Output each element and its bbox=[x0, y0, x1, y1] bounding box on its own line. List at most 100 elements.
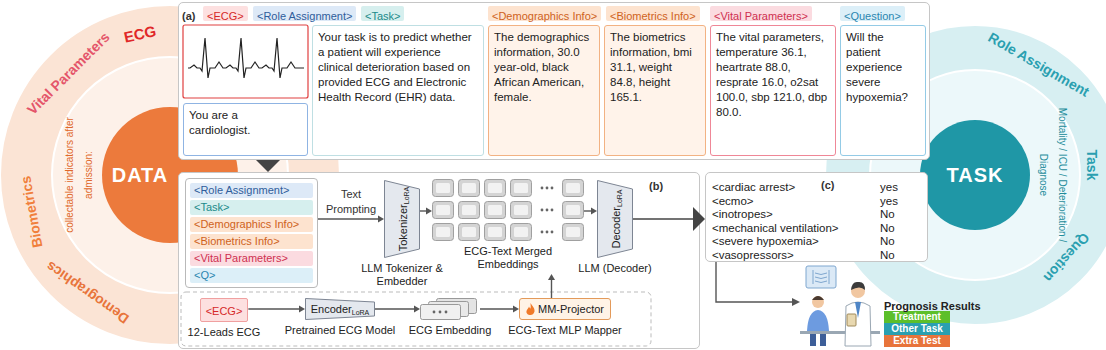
embedding-cell-inner bbox=[514, 183, 528, 193]
projector-box: MM-Projector bbox=[519, 298, 611, 320]
ring-label: collectable indicators after admission: bbox=[64, 117, 94, 233]
vtrap-node: DecoderLoRA LLM (Decoder) bbox=[575, 180, 655, 275]
ellipsis-dot bbox=[546, 231, 549, 234]
embedding-cell-inner bbox=[566, 183, 580, 193]
trapezoid-fill bbox=[385, 181, 420, 258]
rotated-text: DecoderLoRA bbox=[606, 189, 624, 248]
arrowhead bbox=[591, 208, 597, 215]
box-text: Will the patient experience severe hypox… bbox=[846, 30, 920, 105]
connector-line bbox=[248, 308, 299, 309]
tag-text: <Biometrics Info> bbox=[610, 10, 696, 22]
box-text: The demographics information, 30.0 year-… bbox=[494, 30, 594, 105]
ecg-frame bbox=[183, 25, 308, 98]
box-node: The vital parameters, temperature 36.1, … bbox=[710, 25, 836, 156]
table-cell: <mechanical ventilation> bbox=[712, 222, 839, 234]
embedding-cell-inner bbox=[488, 205, 502, 215]
prompt-slot: <Role Assignment> bbox=[190, 183, 313, 198]
encoder-group-frame bbox=[181, 292, 651, 346]
ellipsis-dot bbox=[546, 187, 549, 190]
connector-line bbox=[318, 218, 378, 219]
ecg-token: <ECG> bbox=[200, 298, 249, 322]
box-text: The vital parameters, temperature 36.1, … bbox=[716, 30, 830, 120]
table-cell: <inotropes> bbox=[712, 208, 773, 220]
result-button-text: Other Task bbox=[891, 323, 943, 335]
table-cell: yes bbox=[880, 181, 898, 193]
embedding-cell-inner bbox=[488, 227, 502, 237]
xray-screen bbox=[806, 266, 836, 288]
module-caption: ECG-Text Merged Embeddings bbox=[458, 245, 558, 271]
embedding-cell-inner bbox=[566, 205, 580, 215]
ellipsis-dot bbox=[551, 209, 554, 212]
embedding-cell bbox=[485, 202, 506, 219]
btn-node: Treatment bbox=[884, 311, 950, 323]
embedding-cell-inner bbox=[436, 183, 450, 193]
flame-icon bbox=[526, 303, 535, 315]
panel-label: (b) bbox=[649, 180, 663, 192]
connector bbox=[548, 274, 555, 298]
module-name: Encoder bbox=[311, 303, 352, 315]
leader-arrowhead bbox=[792, 298, 800, 306]
ellipsis-dot bbox=[445, 311, 448, 314]
table-cell: No bbox=[880, 208, 895, 220]
proj-node: MM-ProjectorECG-Text MLP Mapper bbox=[505, 298, 625, 337]
prompt-slot: <Biometrics Info> bbox=[190, 234, 313, 249]
box-node: You are a cardiologist. bbox=[183, 103, 308, 156]
embedding-stack bbox=[420, 298, 480, 320]
doctor-hair bbox=[851, 282, 865, 290]
xray-ribs bbox=[813, 270, 829, 284]
tag-node: <Biometrics Info> bbox=[606, 6, 700, 21]
tag-node: <Task> bbox=[361, 6, 404, 21]
connector bbox=[584, 208, 597, 215]
tag-text: <Vital Parameters> bbox=[714, 10, 808, 22]
ellipsis-dot bbox=[541, 209, 544, 212]
ellipsis-dot bbox=[551, 187, 554, 190]
embedding-cell-inner bbox=[514, 205, 528, 215]
arrowhead bbox=[513, 306, 519, 313]
lora-subscript: LoRA bbox=[616, 189, 623, 207]
ring-label: Mortality / ICU / Deterioration / Diagno… bbox=[1038, 108, 1068, 242]
label-slot: yes bbox=[880, 176, 898, 195]
box-node: Will the patient experience severe hypox… bbox=[840, 25, 926, 156]
doctor-illustration bbox=[800, 266, 880, 346]
box-node: The demographics information, 30.0 year-… bbox=[488, 25, 600, 156]
table-cell: No bbox=[880, 235, 895, 247]
ellipsis-dot bbox=[546, 209, 549, 212]
prompt-slot: <Q> bbox=[190, 268, 313, 283]
table-cell: <severe hypoxemia> bbox=[712, 235, 819, 247]
embedding-cell bbox=[563, 180, 584, 197]
doctor-coat bbox=[845, 302, 871, 346]
tag-node: <ECG> bbox=[203, 6, 248, 21]
btn-node: Other Task bbox=[884, 323, 950, 335]
connector bbox=[633, 207, 705, 231]
patient-hair bbox=[812, 296, 824, 300]
embedding-cell bbox=[459, 180, 480, 197]
token-text: <ECG> bbox=[206, 305, 243, 317]
connector bbox=[420, 208, 432, 215]
module-caption: ECG-Text MLP Mapper bbox=[505, 324, 625, 337]
clipboard bbox=[847, 314, 856, 326]
trapezoid-block: DecoderLoRA bbox=[597, 180, 633, 258]
module-name: Decoder bbox=[610, 207, 622, 249]
leader-line bbox=[716, 262, 792, 302]
tag-text: <Question> bbox=[844, 10, 901, 22]
trapezoid-fill bbox=[598, 181, 633, 258]
label-slot: Task bbox=[1082, 150, 1101, 181]
table-cell: No bbox=[880, 249, 895, 261]
module-caption: 12-Leads ECG bbox=[188, 326, 261, 339]
tag-text: <Demographics Info> bbox=[492, 10, 597, 22]
trapezoid-block: TokenizerLoRA bbox=[384, 180, 420, 258]
embedding-cell bbox=[511, 224, 532, 241]
module-caption: LLM (Decoder) bbox=[575, 262, 655, 275]
panel-node: (b)<Role Assignment><Task><Demographics … bbox=[178, 172, 700, 349]
tag-text: <Role Assignment> bbox=[257, 10, 352, 22]
embedding-cell bbox=[459, 202, 480, 219]
trapezoid-block: EncoderLoRA bbox=[305, 298, 375, 320]
box-text: The biometrics information, bmi 31.1, we… bbox=[610, 30, 700, 105]
embedding-cell bbox=[485, 180, 506, 197]
connector-line bbox=[375, 308, 414, 309]
panel-label: (a) bbox=[182, 10, 195, 22]
label-slot: Text Prompting bbox=[319, 186, 383, 216]
embedding-cell-inner bbox=[514, 227, 528, 237]
hub-text: TASK bbox=[947, 164, 1004, 187]
embedding-cell-inner bbox=[462, 205, 476, 215]
